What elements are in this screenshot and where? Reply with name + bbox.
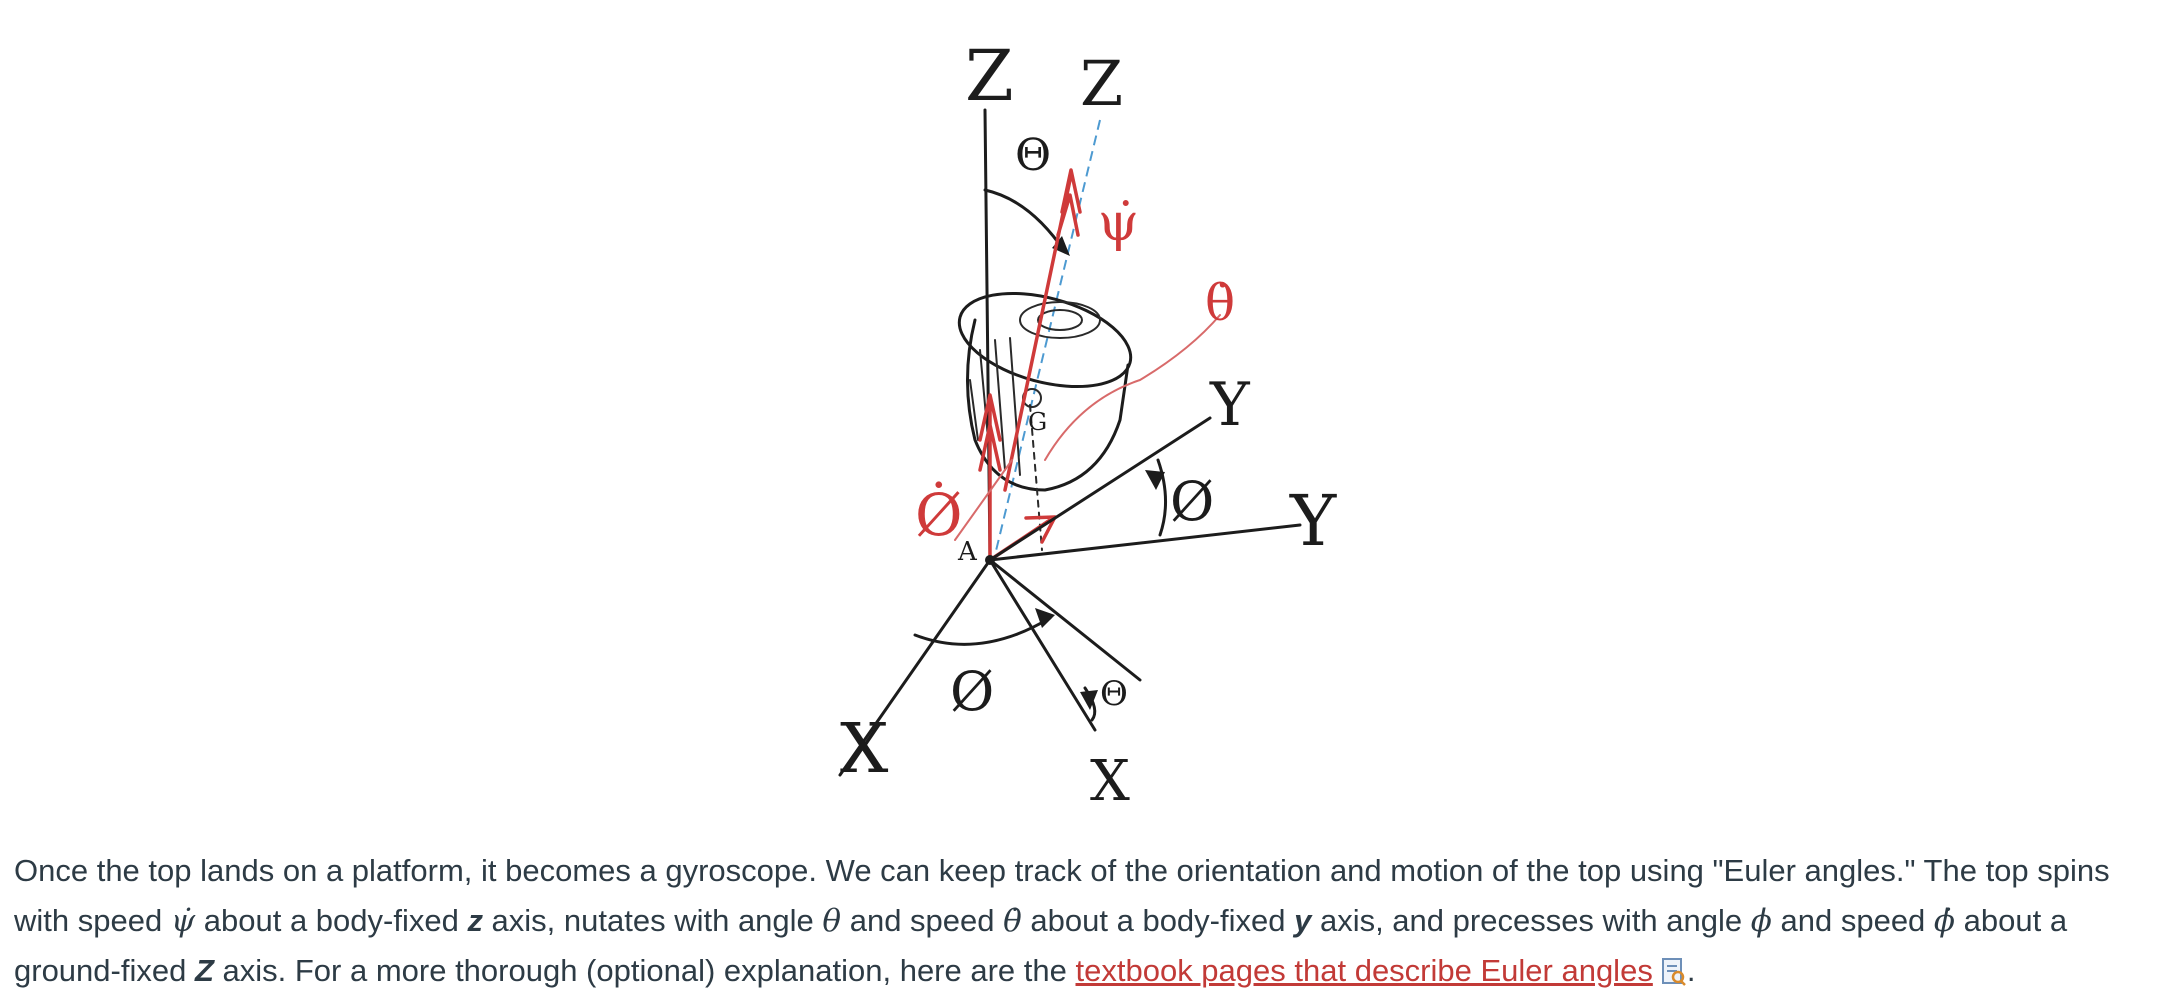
- label-point-g: G: [1028, 408, 1047, 436]
- axis-y-bold: y: [1294, 903, 1312, 938]
- math-phi-dot: ϕ̇: [1933, 903, 1956, 939]
- label-phi-bottom: Ø: [950, 660, 994, 723]
- label-phi-right: Ø: [1170, 470, 1214, 533]
- math-theta-dot: θ̇: [1003, 903, 1022, 939]
- label-theta-dot: θ̇: [1205, 274, 1235, 332]
- euler-angles-textbook-link[interactable]: textbook pages that describe Euler angle…: [1075, 953, 1653, 988]
- label-ground-y: Y: [1289, 480, 1337, 562]
- label-theta-top: Θ: [1015, 130, 1051, 181]
- caption-text: about a body-fixed: [195, 903, 468, 938]
- phi-dot-arrow: [978, 393, 1002, 562]
- theta-arc-top: [983, 188, 1067, 254]
- label-ground-z: Z: [965, 35, 1014, 117]
- label-phi-dot: Ø̇: [915, 481, 963, 549]
- phi-arrowhead-right: [1145, 470, 1165, 490]
- label-body-y: Y: [1209, 370, 1251, 440]
- caption-paragraph: Once the top lands on a platform, it bec…: [14, 846, 2149, 1002]
- theta-arrowhead-top: [1052, 236, 1070, 256]
- body-y-axis: [988, 416, 1212, 562]
- psi-dot-arrow: [1003, 168, 1082, 492]
- top-cap-spin-rings-inner: [1037, 309, 1083, 331]
- theta-dot-connector: [1044, 314, 1221, 461]
- caption-text: and speed: [841, 903, 1004, 938]
- theta-arrowhead-bottom: [1080, 690, 1098, 710]
- caption-text: axis, and precesses with angle: [1311, 903, 1751, 938]
- body-x-projection: [988, 558, 1142, 682]
- label-body-x: X: [1090, 749, 1130, 814]
- math-theta: θ: [822, 903, 842, 939]
- document-preview-icon[interactable]: [1661, 952, 1687, 1002]
- figure-drawing: Z Z Θ ψ̇ θ̇ Y Y Ø Ø̇ A G Ø Θ X X: [838, 35, 1337, 814]
- caption-text: axis, nutates with angle: [482, 903, 823, 938]
- axis-ground-z-bold: Z: [194, 953, 214, 988]
- label-point-a: A: [957, 537, 978, 567]
- top-cap-spin-rings: [1019, 301, 1101, 339]
- axis-z-bold: z: [467, 903, 483, 938]
- math-psi-dot: ψ̇: [170, 903, 196, 939]
- top-body-cap: [957, 291, 1133, 389]
- caption-text: axis. For a more thorough (optional) exp…: [213, 953, 1076, 988]
- top-body-side: [966, 318, 1130, 492]
- phi-arc-bottom: [913, 616, 1052, 646]
- caption-text: .: [1686, 953, 1696, 988]
- ground-y-axis: [988, 523, 1302, 562]
- body-x-axis: [988, 558, 1097, 732]
- label-body-z: Z: [1080, 47, 1123, 120]
- caption-text: about a body-fixed: [1021, 903, 1295, 938]
- euler-angles-caption: Once the top lands on a platform, it bec…: [14, 846, 2149, 1002]
- label-psi-dot: ψ̇: [1098, 193, 1139, 253]
- caption-text: about a ground-fixed: [14, 903, 2068, 988]
- label-ground-x: X: [840, 710, 889, 789]
- phi-arrowhead-bottom: [1035, 608, 1055, 628]
- phi-dot-connector: [954, 459, 1013, 541]
- label-theta-bottom: Θ: [1100, 674, 1128, 714]
- math-phi: ϕ: [1750, 903, 1772, 939]
- top-body-hatching: [969, 337, 1021, 476]
- caption-text: Once the top lands on a platform, it bec…: [14, 853, 2110, 938]
- pivot-point: [985, 555, 995, 565]
- phi-arc-right: [1156, 458, 1168, 537]
- gyroscope-euler-angles-figure: Z Z Θ ψ̇ θ̇ Y Y Ø Ø̇ A G Ø Θ X X: [780, 20, 1400, 820]
- caption-text: and speed: [1771, 903, 1934, 938]
- ground-x-axis: [838, 558, 992, 777]
